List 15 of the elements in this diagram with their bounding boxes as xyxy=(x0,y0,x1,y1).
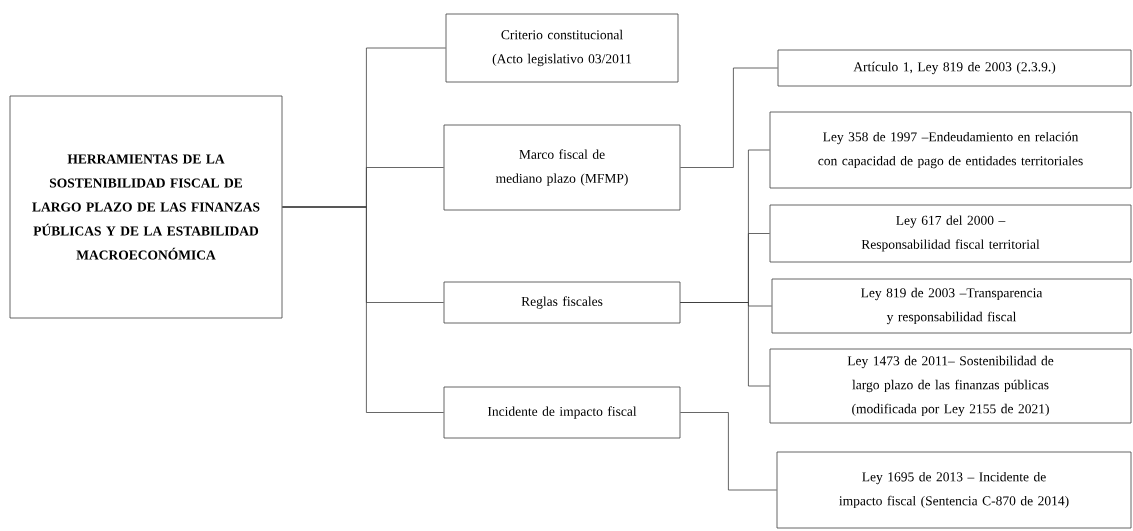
text-box: Ley 1695 de 2013 – Incidente de impacto fiscal (Sentencia C-870 de 2014) xyxy=(776,451,1132,529)
text-box: Ley 1473 de 2011– Sostenibilidad de largo plazo de las finanzas públicas (modificada por Ley 2155 de 2021) xyxy=(769,348,1132,424)
connector-line xyxy=(680,67,778,168)
text-box: Artículo 1, Ley 819 de 2003 (2.3.9.) xyxy=(777,49,1132,87)
connector-line xyxy=(680,302,770,387)
text-box: Ley 819 de 2003 –Transparencia y responsabilidad fiscal xyxy=(771,278,1132,334)
text-box: Reglas fiscales xyxy=(443,281,681,324)
text-box: Ley 617 del 2000 –Responsabilidad fiscal territorial xyxy=(769,204,1132,263)
text-box: Ley 358 de 1997 –Endeudamiento en relación con capacidad de pago de entidades territoriales xyxy=(769,111,1132,189)
text-box: Criterio constitucional (Acto legislativo 03/2011 xyxy=(445,13,679,83)
text-box: HERRAMIENTAS DE LA SOSTENIBILIDAD FISCAL DE LARGO PLAZO DE LAS FINANZAS PÚBLICAS Y DE LA ESTABILIDAD MACROECONÓMICA xyxy=(9,95,283,319)
connector-line xyxy=(282,206,444,413)
text-box: Marco fiscal de mediano plazo (MFMP) xyxy=(443,124,681,211)
connector-line xyxy=(680,412,777,491)
text-box: Incidente de impacto fiscal xyxy=(443,386,681,439)
